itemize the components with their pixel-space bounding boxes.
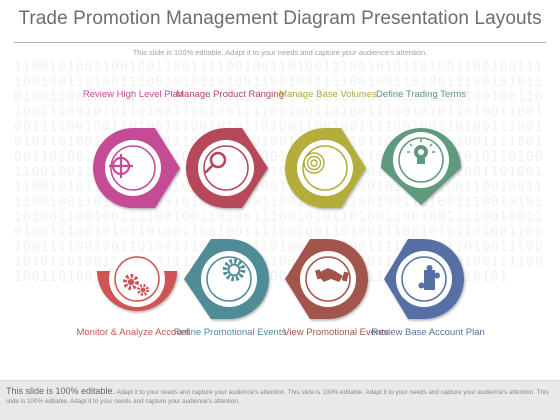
step-4-label: Define Trading Terms [375,89,467,100]
step-8-label: Review Base Account Plan [371,327,485,338]
footer-note: This slide is 100% editable. Adapt it to… [0,380,560,420]
step-2-arrow [186,128,268,208]
target-icon [109,154,133,178]
footer-lead: This slide is 100% editable. [6,386,116,396]
step-8-arrow [384,239,464,319]
title-divider [14,42,546,43]
step-7-arrow [285,239,368,319]
slide-subtitle: This slide is 100% editable. Adapt it to… [132,48,428,57]
step-5-arrow [97,234,177,311]
step-6-arrow [184,239,269,319]
puzzle-icon [418,265,440,290]
footer-body: Adapt it to your needs and capture your … [6,389,549,405]
step-4-arrow [381,128,461,205]
step-5-label: Monitor & Analyze Account [76,327,190,338]
step-3-arrow [285,128,366,208]
gear-icon [222,258,246,282]
slide-title: Trade Promotion Management Diagram Prese… [18,8,542,29]
gears-icon [123,274,149,296]
concentric-target-icon [303,152,325,174]
step-1-label: Review High Level Plan [82,89,184,100]
step-6-label: Refine Promotional Events [173,327,287,338]
handshake-icon [315,268,349,282]
magnifier-icon [204,151,227,174]
step-1-arrow [93,128,180,208]
step-2-label: Manage Product Ranging [176,89,284,100]
step-7-label: View Promotional Events [283,327,389,338]
lightbulb-icon [407,139,435,164]
step-3-label: Manage Base Volumes [279,89,377,100]
